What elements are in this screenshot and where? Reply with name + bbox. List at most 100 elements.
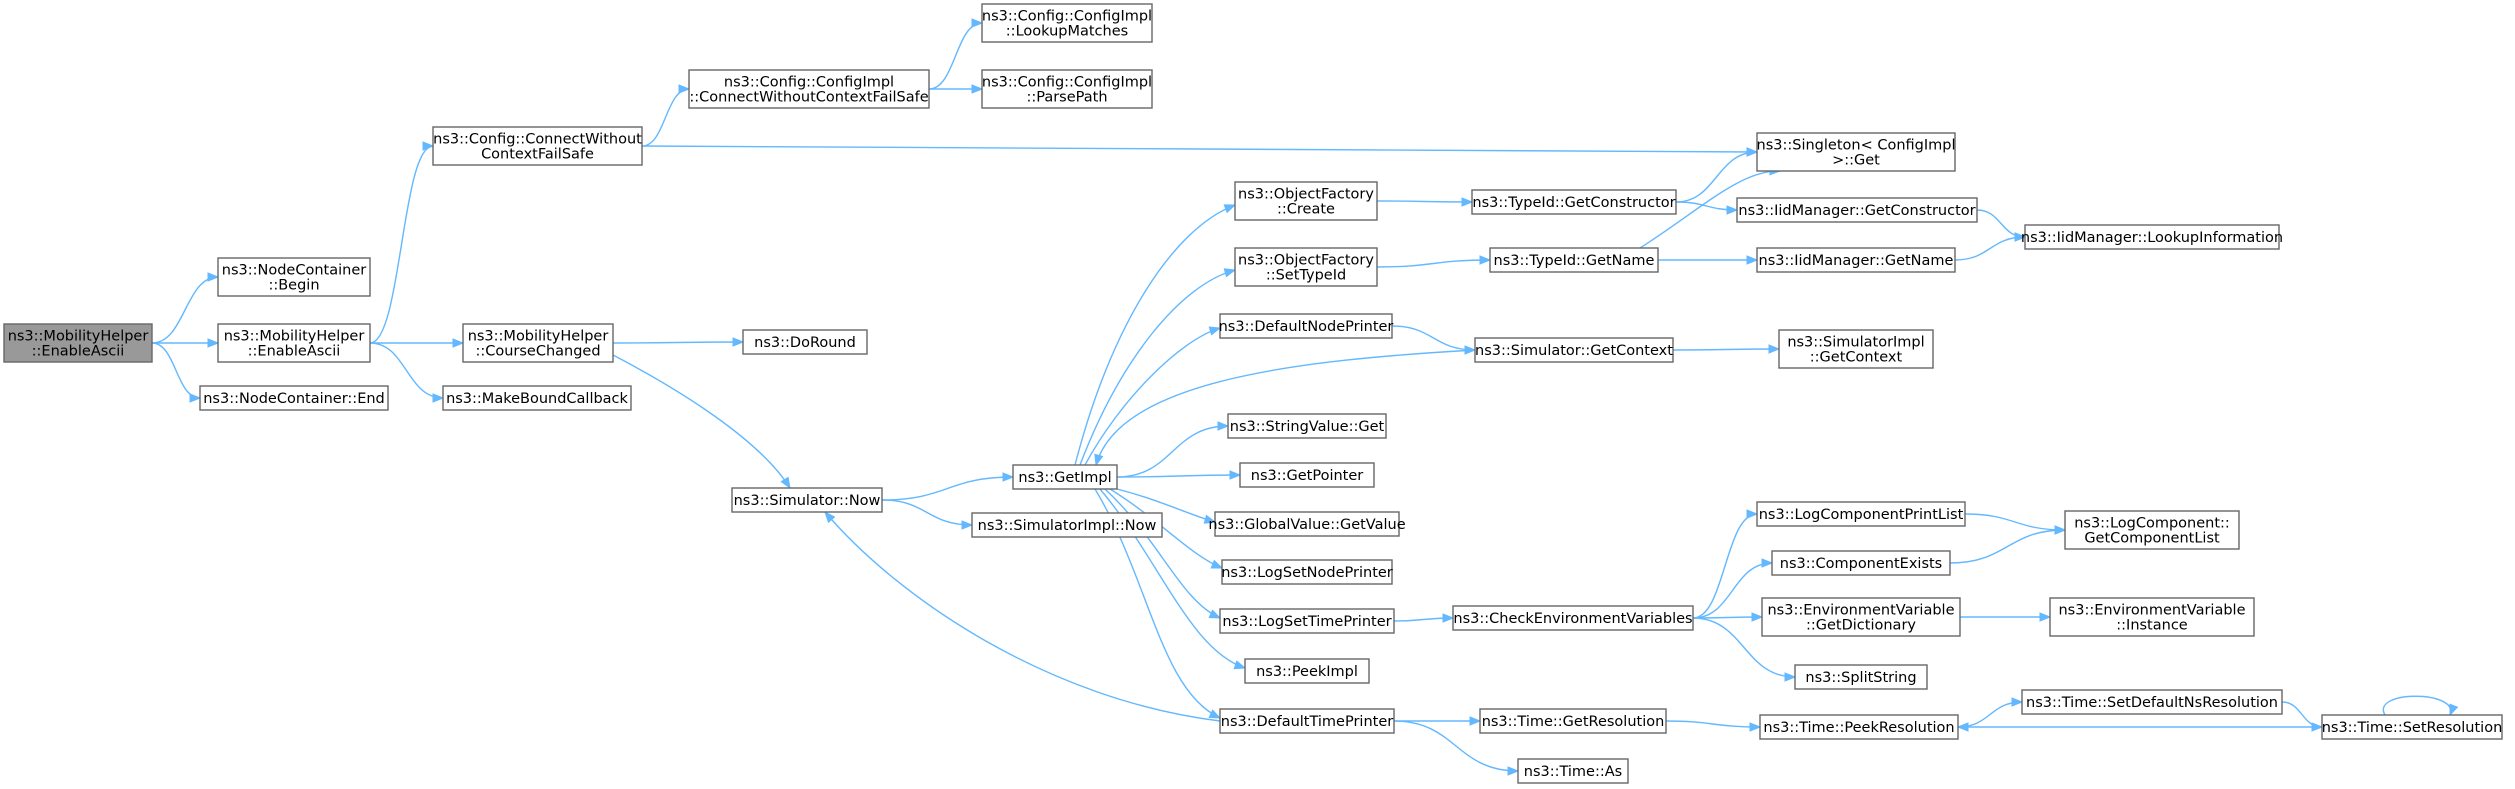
node-box [1474,337,1674,363]
call-edge-cfgimpl-connect-to-lookup [928,18,984,90]
function-node-mh-course[interactable]: ns3::MobilityHelper::CourseChanged [462,323,614,363]
node-label: ns3::LogComponentPrintList [1759,507,1964,523]
node-label: ns3::IidManager::LookupInformation [2021,230,2283,246]
function-node-nc-begin[interactable]: ns3::NodeContainer::Begin [217,257,371,297]
function-node-iid-getname[interactable]: ns3::IidManager::GetName [1756,247,1956,273]
function-node-sim-now[interactable]: ns3::Simulator::Now [731,487,883,513]
function-node-simimpl-now[interactable]: ns3::SimulatorImpl::Now [971,512,1163,538]
node-box [2321,714,2503,740]
function-node-dtp[interactable]: ns3::DefaultTimePrinter [1219,708,1395,734]
call-edge-cfg-connect-to-cfgimpl-connect [641,84,691,147]
call-edge-dtp-to-time-getres [1394,716,1482,726]
arrowhead [1469,716,1482,726]
call-edge-getimpl-to-sv-get [1116,421,1230,478]
arrowhead [1749,722,1762,732]
function-node-dnp[interactable]: ns3::DefaultNodePrinter [1219,313,1394,339]
function-node-time-getres[interactable]: ns3::Time::GetResolution [1479,708,1667,734]
node-box [1214,511,1400,537]
node-label: ns3::Simulator::GetContext [1475,343,1673,359]
function-node-cfg-connect[interactable]: ns3::Config::ConnectWithoutContextFailSa… [432,126,643,166]
function-node-sim-getctx[interactable]: ns3::Simulator::GetContext [1474,337,1674,363]
function-node-tid-getctor[interactable]: ns3::TypeId::GetConstructor [1471,189,1677,215]
function-node-mh-enable[interactable]: ns3::MobilityHelper::EnableAscii [217,323,371,363]
arrowhead [1956,722,1969,732]
function-node-simimpl-getctx[interactable]: ns3::SimulatorImpl::GetContext [1778,329,1934,369]
node-box [2021,689,2283,715]
function-node-ev-instance[interactable]: ns3::EnvironmentVariable::Instance [2049,597,2255,637]
function-node-peekimpl[interactable]: ns3::PeekImpl [1244,658,1370,684]
node-label: ContextFailSafe [481,147,594,163]
node-label: ::ConnectWithoutContextFailSafe [689,90,928,106]
node-label: ns3::SimulatorImpl [1787,335,1924,351]
call-edge-of-create-to-tid-getctor [1376,197,1474,207]
function-node-lstp[interactable]: ns3::LogSetTimePrinter [1219,608,1395,634]
node-box [2064,510,2240,550]
call-edge-getimpl-to-of-settypeid [1079,268,1237,466]
function-node-cev[interactable]: ns3::CheckEnvironmentVariables [1452,605,1694,631]
function-node-lsnp[interactable]: ns3::LogSetNodePrinter [1221,559,1393,585]
arrowhead [2014,232,2027,242]
function-node-tid-getname[interactable]: ns3::TypeId::GetName [1489,247,1659,273]
arrowhead [1761,558,1774,568]
function-node-singleton[interactable]: ns3::Singleton< ConfigImpl >::Get [1756,132,1956,172]
call-edge-sim-now-to-simimpl-now [881,499,974,530]
node-label: GetComponentList [2084,531,2220,547]
function-node-parsepath[interactable]: ns3::Config::ConfigImpl::ParsePath [981,69,1153,109]
function-node-mbc[interactable]: ns3::MakeBoundCallback [442,385,632,411]
function-node-iid-lookupinfo[interactable]: ns3::IidManager::LookupInformation [2021,224,2283,250]
node-box [981,3,1153,43]
arrowhead [971,84,984,94]
arrowhead [1746,147,1759,157]
function-node-doround[interactable]: ns3::DoRound [742,329,868,355]
function-node-lookup[interactable]: ns3::Config::ConfigImpl::LookupMatches [981,3,1153,43]
function-node-lcpl[interactable]: ns3::LogComponentPrintList [1756,501,1966,527]
call-edge-tid-getname-to-iid-getname [1658,255,1759,265]
node-label: ns3::Time::SetDefaultNsResolution [2026,695,2278,711]
arrowhead [422,141,435,151]
function-node-of-create[interactable]: ns3::ObjectFactory::Create [1234,181,1378,221]
node-label: ns3::EnvironmentVariable [1767,603,1954,619]
function-node-compexists[interactable]: ns3::ComponentExists [1771,550,1951,576]
node-label: ::EnableAscii [248,344,341,360]
node-label: ns3::Time::GetResolution [1482,714,1665,730]
function-node-time-as[interactable]: ns3::Time::As [1517,758,1629,784]
node-box [1219,313,1393,339]
call-edge-mh-course-to-doround [612,337,745,347]
node-box [1736,197,1978,223]
node-label: ns3::EnvironmentVariable [2058,603,2245,619]
call-edge-cfg-connect-to-singleton [641,145,1759,157]
function-node-of-settypeid[interactable]: ns3::ObjectFactory::SetTypeId [1234,247,1378,287]
node-box [1221,559,1393,585]
node-box [432,126,643,166]
arrowhead [1784,672,1797,682]
function-node-time-setdefns[interactable]: ns3::Time::SetDefaultNsResolution [2021,689,2283,715]
call-edge-getimpl-to-lstp [1104,488,1222,619]
function-node-lc-getlist[interactable]: ns3::LogComponent::GetComponentList [2064,510,2240,550]
function-node-time-peekres[interactable]: ns3::Time::PeekResolution [1759,714,1959,740]
node-box [442,385,632,411]
call-edge-cfgimpl-connect-to-parsepath [929,84,984,94]
node-box [1761,597,1961,637]
function-node-sv-get[interactable]: ns3::StringValue::Get [1227,413,1387,439]
function-node-ev-getdict[interactable]: ns3::EnvironmentVariable::GetDictionary [1761,597,1961,637]
node-label: ::SetTypeId [1266,268,1346,284]
function-node-nc-end[interactable]: ns3::NodeContainer::End [199,385,389,411]
node-box [981,69,1153,109]
function-node-iid-getctor[interactable]: ns3::IidManager::GetConstructor [1736,197,1978,223]
function-node-root[interactable]: ns3::MobilityHelper::EnableAscii [3,323,153,363]
function-node-time-setres[interactable]: ns3::Time::SetResolution [2321,714,2503,740]
node-box [1239,462,1375,488]
function-node-splitstring[interactable]: ns3::SplitString [1794,664,1928,690]
arrowhead [824,510,836,524]
function-node-gv-getvalue[interactable]: ns3::GlobalValue::GetValue [1208,511,1406,537]
arrowhead [1223,204,1237,214]
function-node-getpointer[interactable]: ns3::GetPointer [1239,462,1375,488]
node-label: ns3::Simulator::Now [734,493,881,509]
node-box [1219,708,1395,734]
function-node-getimpl[interactable]: ns3::GetImpl [1012,464,1118,490]
function-node-cfgimpl-connect[interactable]: ns3::Config::ConfigImpl::ConnectWithoutC… [688,69,930,109]
arrowhead [1768,344,1781,354]
node-label: ns3::SimulatorImpl::Now [978,518,1157,534]
arrowhead [207,338,220,348]
